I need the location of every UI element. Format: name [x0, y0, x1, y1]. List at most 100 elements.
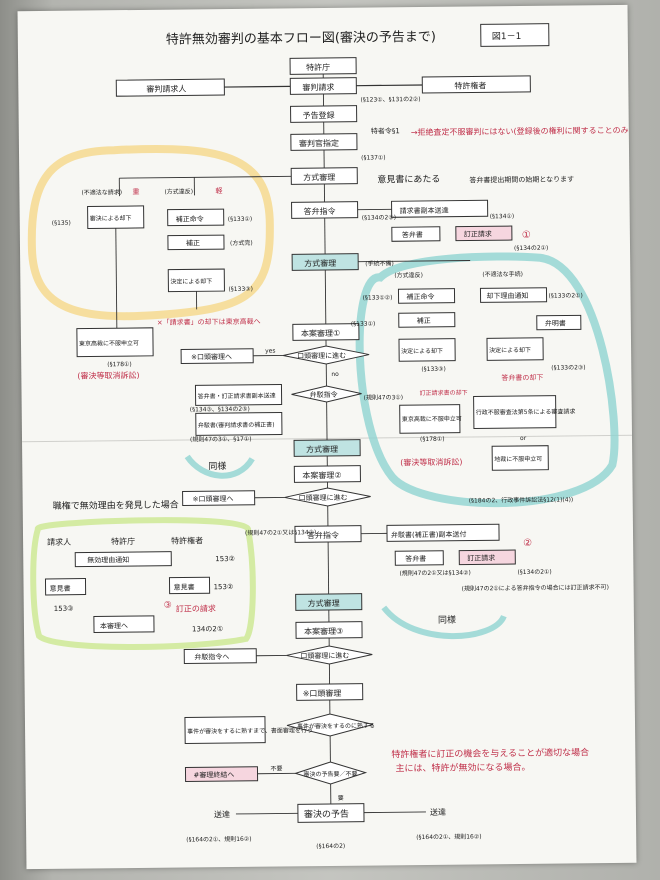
- node-correct-req2-label: 訂正請求: [467, 553, 495, 562]
- node-main3-label: 本案審理③: [304, 626, 343, 636]
- node-r-amend-order-label: 補正命令: [406, 292, 434, 301]
- node-correct-req2: [458, 549, 516, 566]
- decision-oral2-label: 口頭審理に進む: [299, 493, 348, 503]
- decision-oral3-label: 口頭審理に進む: [300, 651, 349, 661]
- note-15: 特許庁: [111, 536, 135, 546]
- node-end: [184, 766, 259, 783]
- node-r-dismiss2: [486, 337, 544, 361]
- decision-oral1-label: 口頭審理に進む: [297, 351, 346, 361]
- note-10: (審決等取消訴訟): [400, 457, 462, 468]
- no-label: no: [331, 371, 339, 378]
- note-21: 153③: [54, 605, 74, 613]
- node-ruling-dismiss-label: 審決による却下: [90, 214, 132, 222]
- node-r-tokyo-label: 東京高裁に不服申立可: [402, 415, 462, 424]
- node-copy-send-label: 請求書副本送達: [400, 206, 449, 216]
- note-22: 153②: [214, 583, 234, 591]
- ref-25: (§164の2): [316, 843, 345, 850]
- node-answer-doc-label: 答弁書: [402, 230, 423, 239]
- teal-highlight-small: [184, 454, 255, 479]
- node-oral2: [182, 490, 256, 507]
- node-r-admin-label: 行政不服審査法第5条による審査請求: [476, 407, 576, 416]
- note-19-box: [44, 578, 87, 596]
- ref-13: (§178①): [107, 361, 132, 368]
- note-20-box: [168, 576, 211, 595]
- node-reply2: [183, 648, 257, 665]
- right-branch: 請求書副本送達 答弁書 訂正請求 (手続不備) (方式違反) (不適法な手続) …: [357, 199, 582, 471]
- node-formal3-label: 方式審理: [306, 444, 338, 454]
- note-19: 意見書: [50, 584, 71, 593]
- node-answer-doc2-label: 答弁書: [405, 554, 426, 563]
- node-r-dismiss2-label: 決定による却下: [489, 346, 531, 354]
- circle-2: ②: [523, 538, 532, 549]
- note-6: ×「請求書」の却下は東京高裁へ: [157, 317, 261, 327]
- references: (§123①、§131の2②) (§137①) (§134①) (§134の2①…: [52, 96, 609, 850]
- decision-oral3: [286, 645, 373, 665]
- node-reply: [291, 385, 362, 403]
- ref-12: (§133の2③): [551, 364, 585, 371]
- ref-26: (§133①): [351, 320, 376, 327]
- note-9: 答弁書の却下: [501, 373, 543, 382]
- green-highlight: [30, 517, 256, 650]
- figure-id: 図1－1: [492, 31, 522, 42]
- circle-1: ①: [522, 230, 531, 241]
- red-mark-2: 軽: [215, 186, 222, 195]
- node-r-amend-label: 補正: [417, 316, 431, 325]
- node-petitioner-label: 審判請求人: [146, 83, 186, 93]
- node-amend-order-label: 補正命令: [176, 214, 204, 223]
- flow-diagram: 特許無効審判の基本フロー図(審決の予告まで) 図1－1 特許庁 審判請求人 特許…: [27, 23, 632, 850]
- node-reply2-label: 弁駁指令へ: [194, 652, 229, 661]
- node-answer1-label: 答弁指令: [304, 206, 336, 216]
- node-r-dismiss: [398, 338, 456, 362]
- node-r-argue-label: 弁明書: [545, 318, 566, 327]
- ref-21: (§134の2①): [517, 569, 551, 576]
- ref-24: (§164の2①、規則16②): [416, 832, 481, 841]
- ref-15: (§134③、§134の2⑤): [190, 406, 250, 414]
- node-ripe-text: [184, 716, 266, 745]
- node-r-court-label: 地裁に不服申立可: [494, 455, 542, 464]
- node-oral1: [180, 348, 254, 365]
- note-12: 同様: [438, 614, 456, 626]
- note-24: 訂正の請求: [176, 603, 216, 613]
- node-send-answer-label: 答弁書・訂正請求書副本送達: [198, 392, 276, 401]
- decision-need: [293, 761, 368, 785]
- node-reply-copy: [386, 523, 500, 542]
- node-r-notice: [479, 287, 548, 303]
- node-request-label: 審判請求: [302, 82, 334, 92]
- decision-oral1: [283, 345, 370, 365]
- improper-label: (不適法な請求): [81, 188, 122, 196]
- node-oral3-label: ※口頭審理: [303, 688, 342, 698]
- formal-violation-label: (方式違反): [164, 187, 193, 195]
- node-correct-req: [455, 225, 513, 242]
- node-copy-send: [391, 199, 489, 218]
- node-jpo-label: 特許庁: [306, 62, 330, 72]
- ref-2: (§137①): [361, 154, 386, 161]
- note-25: 134の2①: [192, 625, 223, 633]
- node-ripe-text-label: 事件が審決をするに熟すまで、書面審理を行う: [187, 726, 313, 735]
- note-26: 特許権者に訂正の機会を与えることが適切な場合: [391, 746, 589, 760]
- node-correct-req-label: 訂正請求: [464, 229, 492, 238]
- note-11: 同様: [208, 460, 226, 472]
- node-notice-label: 審決の予告: [304, 808, 349, 820]
- ref-8: (§134の2①): [362, 214, 396, 221]
- paper-sheet: 特許無効審判の基本フロー図(審決の予告まで) 図1－1 特許庁 審判請求人 特許…: [17, 4, 637, 870]
- note-18: 153②: [215, 555, 235, 563]
- ref-7: (§133③): [228, 286, 253, 293]
- ref-3: (§134①): [490, 213, 515, 220]
- teal-highlight-right: [355, 252, 619, 508]
- node-main2-label: 本案審理②: [302, 470, 341, 480]
- note-4: 答弁書提出期間の始期となります: [469, 174, 574, 184]
- needed-label: 要: [338, 795, 344, 802]
- node-answer-doc: [391, 226, 441, 242]
- note-8: 訂正請求書の却下: [420, 389, 468, 398]
- node-answer-doc2: [394, 550, 444, 566]
- node-oral2-label: ※口頭審理へ: [193, 494, 234, 503]
- node-answer2-label: 答弁指令: [307, 530, 339, 540]
- ref-10: (§133の2①): [549, 292, 583, 299]
- ref-14: (§178①): [420, 436, 445, 443]
- yellow-highlight: [27, 144, 274, 321]
- handwritten-notes: 特者令§1 →拒絶査定不服審判にはない(登録後の権利に関することのみ) 意見書に…: [44, 125, 632, 802]
- note-23-box: [93, 615, 155, 633]
- ref-19: (規則47の2①又は§134②): [245, 528, 316, 537]
- node-amend-order: [167, 208, 225, 227]
- decision-ripe: [286, 713, 374, 737]
